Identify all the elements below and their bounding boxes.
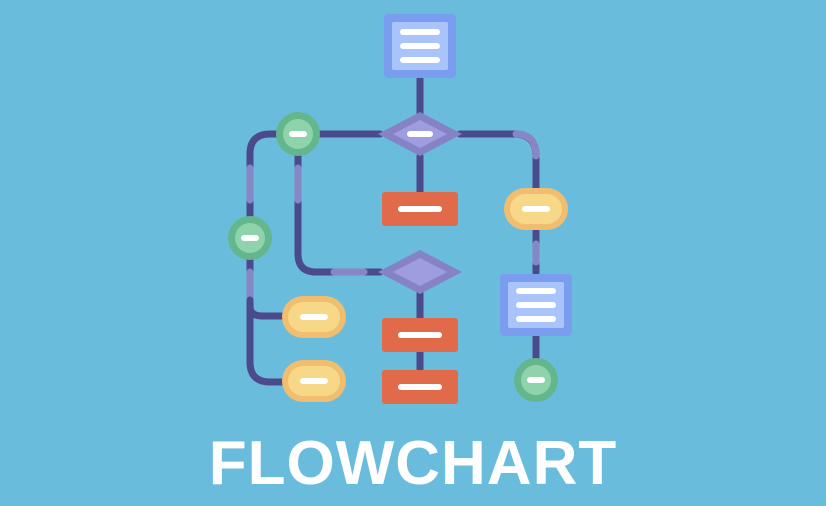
minus-icon bbox=[241, 235, 259, 241]
connector-node-left-top bbox=[276, 112, 320, 156]
connector-line-decision-right bbox=[456, 130, 540, 192]
dash-mark-icon bbox=[398, 332, 442, 338]
connector-lines bbox=[246, 74, 540, 386]
dash-mark-icon bbox=[398, 384, 442, 390]
connector-node-left-mid bbox=[228, 216, 272, 260]
document-top bbox=[384, 14, 456, 78]
connector-node-right-bottom bbox=[514, 358, 558, 402]
terminator-right bbox=[504, 188, 568, 230]
document-right bbox=[500, 274, 572, 336]
decision-top bbox=[378, 112, 462, 156]
connector-line-inner-left bbox=[294, 152, 384, 276]
document-line-icon bbox=[400, 43, 440, 49]
document-line-icon bbox=[516, 316, 556, 322]
dash-mark-icon bbox=[398, 206, 442, 212]
flowchart-title: FLOWCHART bbox=[208, 429, 618, 498]
dash-mark-icon bbox=[522, 206, 550, 212]
connector-line-outer-left bbox=[246, 130, 292, 386]
document-line-icon bbox=[400, 29, 440, 35]
connector-line-branch-left-upper bbox=[246, 296, 292, 320]
terminator-left-lower bbox=[282, 360, 346, 402]
process-center-bottom bbox=[382, 370, 458, 404]
dash-mark-icon bbox=[300, 314, 328, 320]
terminator-left-upper bbox=[282, 296, 346, 338]
document-line-icon bbox=[516, 302, 556, 308]
decision-middle bbox=[378, 250, 462, 294]
connector-line-inner-left-light bbox=[294, 164, 368, 276]
dash-mark-icon bbox=[407, 131, 433, 137]
document-line-icon bbox=[516, 288, 556, 294]
dash-mark-icon bbox=[300, 378, 328, 384]
process-center-middle bbox=[382, 318, 458, 352]
process-center-top bbox=[382, 192, 458, 226]
minus-icon bbox=[527, 377, 545, 383]
document-line-icon bbox=[400, 57, 440, 63]
connector-line-decision-right-light bbox=[512, 130, 540, 160]
minus-icon bbox=[289, 131, 307, 137]
